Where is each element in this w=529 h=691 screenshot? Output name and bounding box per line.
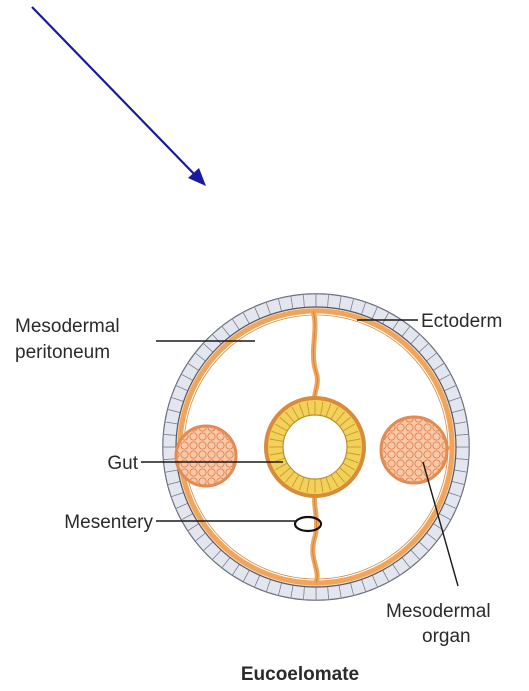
gut xyxy=(266,398,364,496)
ectoderm-cell xyxy=(163,447,177,460)
ectoderm-cell xyxy=(316,587,329,601)
arrow-icon xyxy=(32,7,206,186)
ectoderm-cell xyxy=(456,447,470,460)
left-mesodermal-organ xyxy=(176,426,236,486)
ectoderm-cell xyxy=(328,585,342,599)
label-peritoneum-line2: peritoneum xyxy=(15,342,110,363)
ectoderm-cell xyxy=(163,434,177,447)
ectoderm-cell xyxy=(456,434,470,447)
ectoderm-cell xyxy=(303,587,316,601)
ectoderm-cell xyxy=(454,422,468,436)
right-mesodermal-organ xyxy=(381,417,447,483)
ectoderm-cell xyxy=(316,294,329,308)
label-organ-line2: organ xyxy=(422,626,471,647)
label-mesentery: Mesentery xyxy=(64,512,153,533)
figure-caption: Eucoelomate xyxy=(241,664,359,685)
ectoderm-cell xyxy=(291,295,305,309)
ectoderm-cell xyxy=(303,294,316,308)
label-ectoderm: Ectoderm xyxy=(421,311,502,332)
label-gut: Gut xyxy=(107,453,138,474)
label-peritoneum-line1: Mesodermal xyxy=(15,316,120,337)
label-organ-line1: Mesodermal xyxy=(386,601,491,622)
